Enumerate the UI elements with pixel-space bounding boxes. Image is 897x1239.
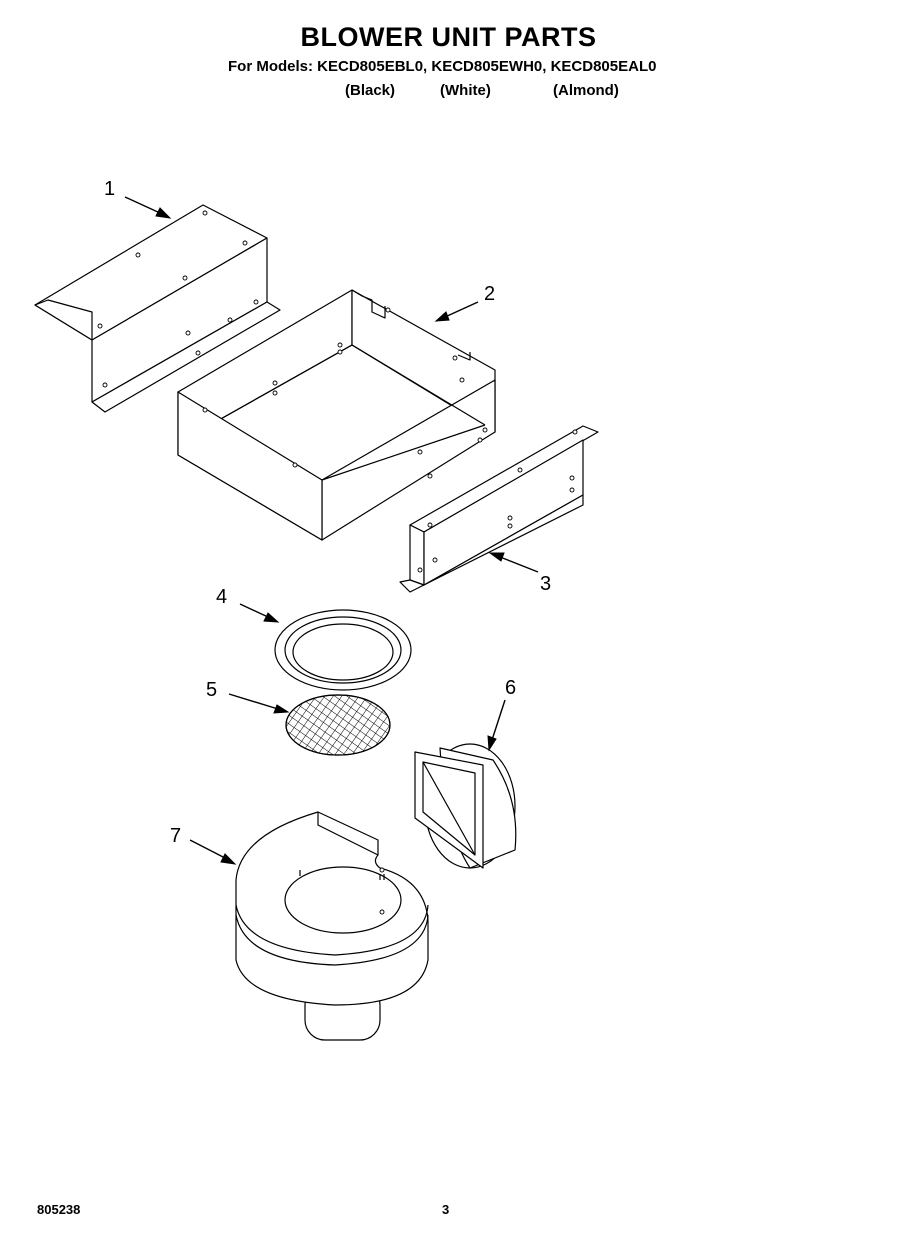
callout-4: 4: [216, 586, 227, 608]
document-id: 805238: [37, 1202, 81, 1217]
callout-1: 1: [104, 178, 115, 200]
color-label-almond: (Almond): [553, 82, 619, 99]
leader-arrows: [124, 196, 539, 865]
callout-3: 3: [540, 573, 551, 595]
part-7-blower: [235, 811, 429, 1041]
color-label-black: (Black): [345, 82, 396, 99]
page-title: BLOWER UNIT PARTS: [300, 22, 597, 52]
callout-6: 6: [505, 677, 516, 699]
color-label-white: (White): [440, 82, 491, 99]
part-6-damper: [414, 743, 517, 869]
part-5-mesh-screen: [285, 694, 391, 756]
models-line: For Models: KECD805EBL0, KECD805EWH0, KE…: [228, 58, 657, 75]
part-4-ring: [274, 609, 412, 691]
callout-2: 2: [484, 283, 495, 305]
callout-7: 7: [170, 825, 181, 847]
part-1-bracket: [34, 204, 281, 413]
callout-5: 5: [206, 679, 217, 701]
page-number: 3: [442, 1202, 450, 1217]
part-3-bracket: [399, 425, 599, 593]
part-2-housing: [177, 289, 496, 541]
